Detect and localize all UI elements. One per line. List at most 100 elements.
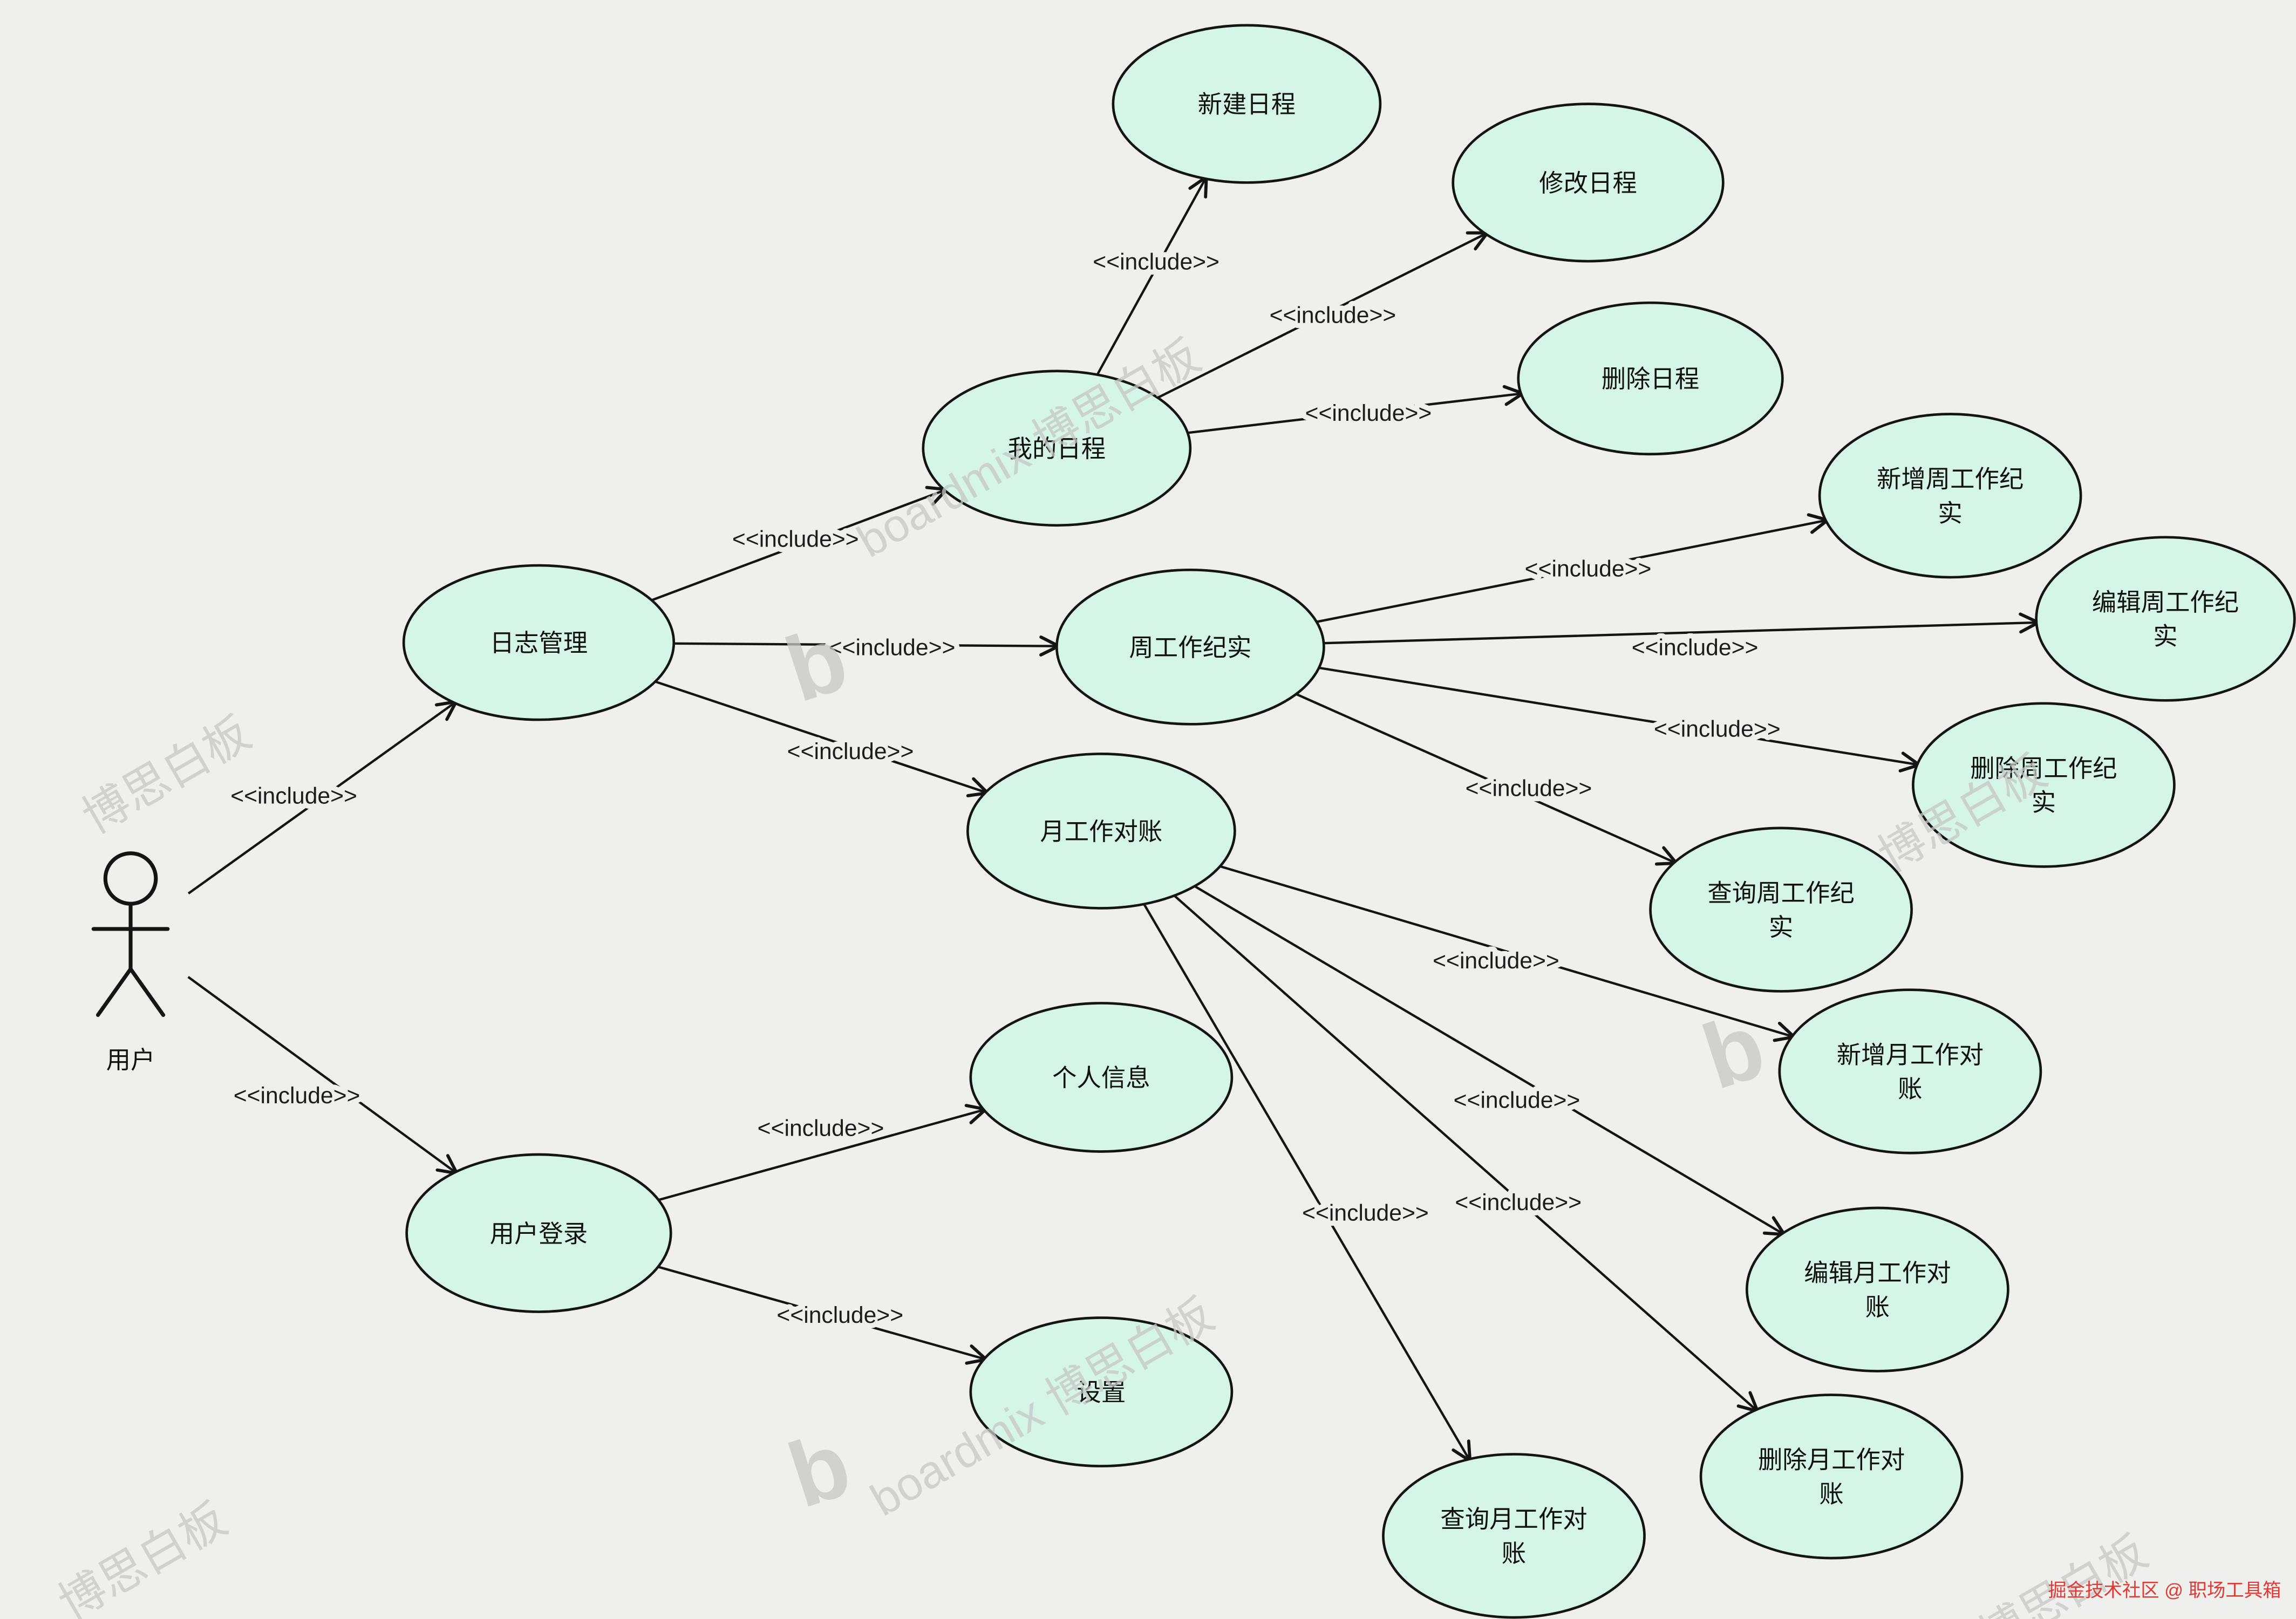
usecase-settings[interactable]: 设置 xyxy=(969,1316,1234,1467)
usecase-edit-monthly[interactable]: 编辑月工作对账 xyxy=(1745,1206,2009,1372)
edge-label-include: <<include>> xyxy=(1093,249,1219,275)
add-monthly-shape xyxy=(1778,988,2042,1155)
watermark-logo: b xyxy=(1691,994,1776,1109)
personal-info-label: 个人信息 xyxy=(1052,1064,1150,1091)
edge-monthly-recon-to-edit-monthly[interactable] xyxy=(1194,885,1786,1237)
usecase-modify-schedule[interactable]: 修改日程 xyxy=(1452,103,1725,263)
new-schedule-label: 新建日程 xyxy=(1198,91,1296,118)
edge-label-include: <<include>> xyxy=(1270,302,1396,328)
edge-weekly-record-to-query-weekly[interactable] xyxy=(1296,693,1678,866)
usecase-query-monthly[interactable]: 查询月工作对账 xyxy=(1382,1453,1646,1619)
edge-label-include: <<include>> xyxy=(787,739,914,764)
edge-my-schedule-to-new-schedule[interactable] xyxy=(1096,175,1208,375)
edge-label-include: <<include>> xyxy=(1454,1087,1580,1113)
watermark-text: 博思白板 xyxy=(50,1493,235,1619)
edge-labels-layer: <<include>> <<include>> <<include>> <<inclu… xyxy=(226,244,1786,1334)
edge-monthly-recon-to-query-monthly[interactable] xyxy=(1143,903,1472,1463)
actor-user[interactable] xyxy=(91,851,170,1017)
log-mgmt-shape xyxy=(402,564,676,721)
edge-weekly-record-to-edit-weekly[interactable] xyxy=(1324,612,2040,645)
edge-label-include: <<include>> xyxy=(1433,948,1559,974)
usecase-personal-info[interactable]: 个人信息 xyxy=(969,1002,1234,1153)
edge-label-include: <<include>> xyxy=(230,783,357,809)
add-weekly-label: 新增周工作纪实 xyxy=(1877,466,2024,527)
credit-text: 掘金技术社区 @ 职场工具箱 xyxy=(2048,1581,2281,1601)
my-schedule-label: 我的日程 xyxy=(1008,435,1106,462)
edge-user-to-user-login[interactable] xyxy=(187,976,459,1175)
edges-layer xyxy=(187,175,2040,1463)
user-login-label: 用户登录 xyxy=(490,1220,588,1247)
usecase-add-weekly[interactable]: 新增周工作纪实 xyxy=(1818,413,2082,579)
delete-schedule-label: 删除日程 xyxy=(1602,365,1700,393)
edge-weekly-record-to-delete-weekly[interactable] xyxy=(1318,666,1921,773)
actor-head xyxy=(103,851,158,906)
edge-log-mgmt-to-my-schedule[interactable] xyxy=(651,486,949,602)
edit-weekly-label: 编辑周工作纪实 xyxy=(2092,589,2239,650)
query-monthly-shape xyxy=(1382,1453,1646,1619)
delete-weekly-label: 删除周工作纪实 xyxy=(1970,755,2117,816)
edge-label-include: <<include>> xyxy=(1455,1190,1582,1215)
watermark-text: 博思白板 xyxy=(1971,1526,2156,1619)
add-monthly-label: 新增月工作对账 xyxy=(1837,1041,1984,1103)
edge-label-include: <<include>> xyxy=(732,527,859,552)
delete-monthly-shape xyxy=(1699,1393,1964,1560)
watermark-text: 博思白板 xyxy=(74,707,259,844)
usecase-monthly-recon[interactable]: 月工作对账 xyxy=(966,753,1236,910)
edge-label-include: <<include>> xyxy=(1632,634,1759,660)
edge-label-include: <<include>> xyxy=(1525,556,1652,582)
actor-leg-left xyxy=(96,967,133,1017)
modify-schedule-shape xyxy=(1452,103,1725,263)
edge-monthly-recon-to-delete-monthly[interactable] xyxy=(1173,894,1760,1413)
edge-user-to-log-mgmt[interactable] xyxy=(187,700,458,894)
usecase-query-weekly[interactable]: 查询周工作纪实 xyxy=(1649,826,1913,993)
actor-layer: 用户 xyxy=(91,851,170,1074)
query-monthly-label: 查询月工作对账 xyxy=(1440,1506,1587,1567)
delete-weekly-shape xyxy=(1912,702,2176,868)
usecase-user-login[interactable]: 用户登录 xyxy=(405,1153,672,1313)
usecase-delete-monthly[interactable]: 删除月工作对账 xyxy=(1699,1393,1964,1560)
edge-my-schedule-to-delete-schedule[interactable] xyxy=(1187,385,1525,434)
weekly-record-label: 周工作纪实 xyxy=(1129,634,1251,661)
edge-label-include: <<include>> xyxy=(234,1083,360,1109)
edge-label-include: <<include>> xyxy=(1305,400,1432,426)
edge-log-mgmt-to-weekly-record[interactable] xyxy=(673,635,1060,657)
edge-label-include: <<include>> xyxy=(1654,716,1781,742)
my-schedule-shape xyxy=(922,370,1192,527)
add-weekly-shape xyxy=(1818,413,2082,579)
edit-monthly-shape xyxy=(1745,1206,2009,1372)
edit-weekly-shape xyxy=(2035,536,2296,702)
usecase-edit-weekly[interactable]: 编辑周工作纪实 xyxy=(2035,536,2296,702)
edge-label-include: <<include>> xyxy=(1466,776,1592,802)
usecase-my-schedule[interactable]: 我的日程 xyxy=(922,370,1192,527)
watermark-logo: b xyxy=(774,607,859,722)
edge-user-login-to-personal-info[interactable] xyxy=(658,1104,987,1201)
actor-leg-right xyxy=(128,967,166,1017)
edge-label-include: <<include>> xyxy=(758,1116,884,1142)
edge-monthly-recon-to-add-monthly[interactable] xyxy=(1219,865,1796,1042)
edit-monthly-label: 编辑月工作对账 xyxy=(1804,1259,1951,1321)
query-weekly-label: 查询周工作纪实 xyxy=(1707,879,1854,941)
usecase-weekly-record[interactable]: 周工作纪实 xyxy=(1055,568,1325,726)
edge-user-login-to-settings[interactable] xyxy=(658,1266,988,1365)
settings-shape xyxy=(969,1316,1234,1467)
delete-schedule-shape xyxy=(1517,301,1784,456)
edge-label-include: <<include>> xyxy=(776,1302,903,1328)
actor-label: 用户 xyxy=(106,1046,155,1074)
log-mgmt-label: 日志管理 xyxy=(490,630,588,657)
settings-label: 设置 xyxy=(1077,1379,1126,1406)
user-login-shape xyxy=(405,1153,672,1313)
usecase-delete-schedule[interactable]: 删除日程 xyxy=(1517,301,1784,456)
edge-log-mgmt-to-monthly-recon[interactable] xyxy=(655,680,990,797)
personal-info-shape xyxy=(969,1002,1234,1153)
edge-weekly-record-to-add-weekly[interactable] xyxy=(1316,513,1830,623)
usecase-delete-weekly[interactable]: 删除周工作纪实 xyxy=(1912,702,2176,868)
query-weekly-shape xyxy=(1649,826,1913,993)
usecase-add-monthly[interactable]: 新增月工作对账 xyxy=(1778,988,2042,1155)
monthly-recon-label: 月工作对账 xyxy=(1040,818,1162,845)
watermark-logo: b xyxy=(777,1412,862,1527)
usecase-log-mgmt[interactable]: 日志管理 xyxy=(402,564,676,721)
edge-my-schedule-to-modify-schedule[interactable] xyxy=(1157,231,1489,399)
usecase-new-schedule[interactable]: 新建日程 xyxy=(1112,24,1382,184)
